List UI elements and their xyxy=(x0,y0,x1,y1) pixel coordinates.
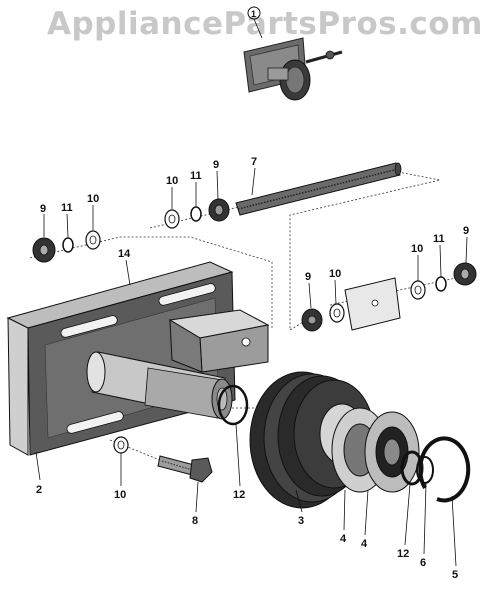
retaining-ring-5 xyxy=(418,436,471,503)
callout-10c: 10 xyxy=(329,268,341,280)
plate-side-edge xyxy=(7,317,29,456)
callout-6: 6 xyxy=(420,557,426,569)
inset-pulley-hub xyxy=(285,66,305,94)
rod-end xyxy=(394,162,402,176)
callout-9b: 9 xyxy=(213,159,219,171)
callout-leaders xyxy=(35,167,468,567)
nut-top-9-hole xyxy=(214,204,224,216)
lockwasher-top-11 xyxy=(190,206,202,222)
leader-12b xyxy=(404,483,411,546)
callout-12a: 12 xyxy=(233,489,245,501)
inset-callout-label: 1 xyxy=(251,9,256,19)
leader-9d xyxy=(465,236,468,264)
watermark: AppliancePartsPros.com xyxy=(47,6,483,42)
inset-bolt xyxy=(305,50,343,64)
washer-bolt-10-hole xyxy=(117,440,125,450)
inset-shaft xyxy=(267,67,289,81)
callout-7: 7 xyxy=(251,156,257,168)
bearings xyxy=(331,407,420,493)
plate-slot-top-right xyxy=(158,283,216,306)
plate-slot-top-left xyxy=(60,315,118,338)
shaft-rear-end xyxy=(86,351,106,393)
callout-9d: 9 xyxy=(463,225,469,237)
leader-7 xyxy=(251,167,256,196)
leader-9b xyxy=(216,170,219,200)
right-hardware xyxy=(301,262,477,332)
inset-leader xyxy=(253,18,263,39)
leader-3 xyxy=(295,489,303,513)
leader-14 xyxy=(125,259,131,286)
callout-2: 2 xyxy=(36,484,42,496)
leader-2 xyxy=(35,451,41,481)
bolt-head xyxy=(189,457,213,483)
nut-left-9-hole xyxy=(39,244,49,256)
lockwasher-left-11 xyxy=(62,237,74,253)
dash-line-rod xyxy=(289,171,441,331)
bearing-4-b-bore xyxy=(383,438,401,466)
leader-4a xyxy=(343,489,346,531)
leader-4b xyxy=(364,489,369,536)
callout-labels: 7 9 11 10 10 11 9 14 9 10 10 11 9 2 10 8… xyxy=(36,156,469,581)
callout-14: 14 xyxy=(118,248,131,260)
callout-9c: 9 xyxy=(305,271,311,283)
callout-11a: 11 xyxy=(61,202,73,214)
leader-12a xyxy=(235,423,241,487)
bracket-side xyxy=(169,319,203,373)
leader-6 xyxy=(423,483,427,555)
callout-10e: 10 xyxy=(114,489,126,501)
bolt-hardware xyxy=(113,436,213,483)
nut-right-9-hole xyxy=(460,268,470,280)
left-hardware xyxy=(32,230,101,263)
spindle-shaft xyxy=(86,351,233,420)
callout-8: 8 xyxy=(192,515,198,527)
callout-9a: 9 xyxy=(40,203,46,215)
callout-12b: 12 xyxy=(397,548,409,560)
callout-11c: 11 xyxy=(433,233,445,245)
callout-10d: 10 xyxy=(411,243,423,255)
leader-10c xyxy=(334,279,337,305)
threaded-rod xyxy=(235,162,402,216)
leader-11a xyxy=(66,213,69,238)
callout-10b: 10 xyxy=(166,175,178,187)
rod-threads xyxy=(237,168,399,210)
assembled-inset: 1 xyxy=(243,6,343,101)
callout-4a: 4 xyxy=(340,533,347,545)
nut-mid-9-hole xyxy=(307,315,317,325)
leader-9c xyxy=(308,282,312,309)
inset-nut xyxy=(325,50,335,60)
clamp-plate-hole xyxy=(371,299,379,307)
plate-slot-bottom-left xyxy=(66,411,124,434)
washer-left-10-hole xyxy=(89,235,97,245)
callout-4b: 4 xyxy=(361,538,368,550)
callout-11b: 11 xyxy=(190,170,202,182)
lockwasher-right-11 xyxy=(435,276,447,292)
leader-11c xyxy=(439,244,442,278)
bracket-hole xyxy=(241,337,251,347)
callout-5: 5 xyxy=(452,569,458,581)
callout-10a: 10 xyxy=(87,193,99,205)
leader-5 xyxy=(451,495,457,567)
angle-bracket xyxy=(168,309,270,373)
washer-mid-10-hole xyxy=(333,308,341,318)
washer-right-10-hole xyxy=(414,285,422,295)
washer-top-10-hole xyxy=(168,214,176,224)
spacer-6 xyxy=(416,456,434,484)
leader-8 xyxy=(195,481,199,513)
top-hardware xyxy=(164,198,230,229)
snap-ring-12-shaft xyxy=(217,384,249,426)
callout-3: 3 xyxy=(298,515,304,527)
